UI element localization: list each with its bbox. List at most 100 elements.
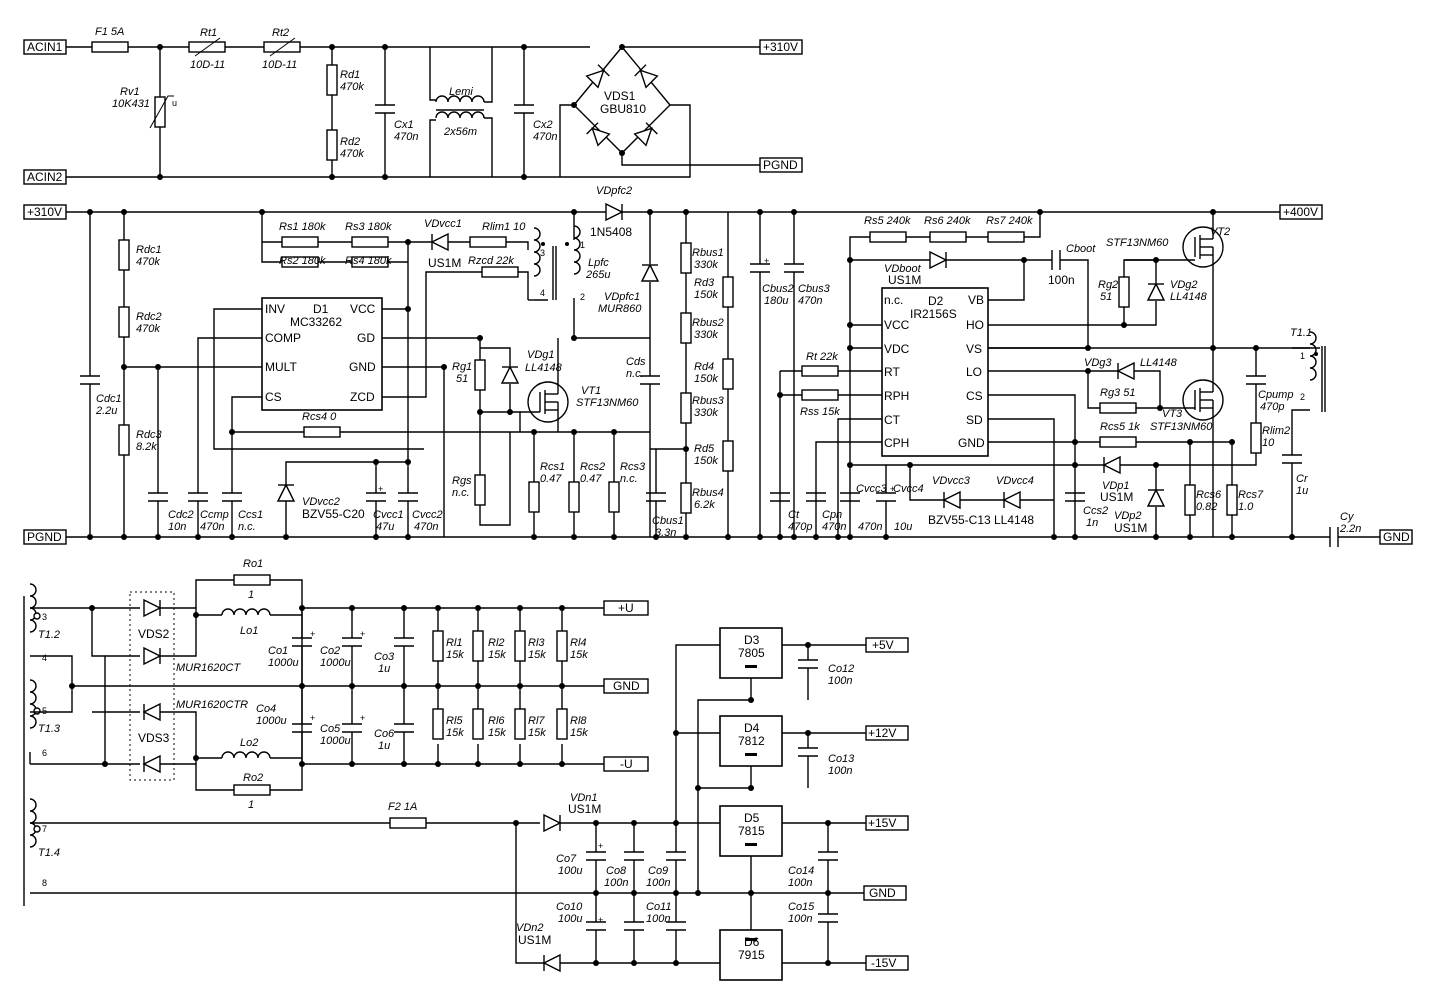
d2-value: IR2156S xyxy=(910,307,957,321)
t13-pin-5: 5 xyxy=(42,706,47,716)
vdpfc2-value: 1N5408 xyxy=(590,225,632,239)
vds1-label: VDS1 xyxy=(604,89,636,103)
cph-value: 470n xyxy=(822,521,846,533)
diode-vdn1 xyxy=(543,814,561,832)
vt1-value: STF13NM60 xyxy=(576,397,639,409)
net-15v-tag xyxy=(865,815,909,831)
ct-value: 470p xyxy=(788,521,812,533)
diode-vds3-a xyxy=(143,703,161,721)
bridge-diode-2 xyxy=(633,63,659,89)
co1-value: 1000u xyxy=(268,657,299,669)
vdg2-label: VDg2 xyxy=(1170,279,1198,291)
resistor-rcs3 xyxy=(608,481,620,513)
capacitor-ccmp xyxy=(187,492,209,502)
cbus1-value: 3.3n xyxy=(655,527,676,539)
vdvcc1-value: US1M xyxy=(428,256,461,270)
cvcc3-value: 470n xyxy=(858,521,882,533)
co15-label: Co15 xyxy=(788,901,815,913)
resistor-rs1 xyxy=(281,236,319,248)
cph-label: Cph xyxy=(822,509,842,521)
capacitor-cx1 xyxy=(374,104,396,114)
net-310v-in: +310V xyxy=(27,205,62,219)
ccmp-label: Ccmp xyxy=(200,509,229,521)
cvcc4-value: 10u xyxy=(894,521,912,533)
net-gnd-low-tag xyxy=(863,885,907,901)
vdn2-value: US1M xyxy=(518,933,551,947)
vds3-value: MUR1620CTR xyxy=(176,699,248,711)
rgs-label: Rgs xyxy=(452,475,472,487)
co10-label: Co10 xyxy=(556,901,583,913)
resistor-ro1 xyxy=(233,574,271,586)
rlim1-label: Rlim1 10 xyxy=(482,221,526,233)
mosfet-vt3 xyxy=(1182,379,1224,421)
co8-label: Co8 xyxy=(606,865,627,877)
rl1-value: 15k xyxy=(446,649,464,661)
svg-text:+: + xyxy=(598,841,603,851)
cbus3-value: 470n xyxy=(798,295,822,307)
cdc1-label: Cdc1 xyxy=(96,393,122,405)
diode-vdg1 xyxy=(501,366,519,384)
t11-pin-2: 2 xyxy=(1300,392,1305,402)
net-5v-tag xyxy=(865,637,909,653)
rcs5-label: Rcs5 1k xyxy=(1100,421,1140,433)
d2-pin-vdc: VDC xyxy=(884,342,910,356)
diode-vdvcc2 xyxy=(277,484,295,502)
cpump-label: Cpump xyxy=(1258,389,1293,401)
rl6-label: Rl6 xyxy=(488,715,505,727)
capacitor-cdc1 xyxy=(79,375,101,385)
capacitor-ccs1 xyxy=(221,492,243,502)
t11-label: T1.1 xyxy=(1290,327,1312,339)
rcs4-label: Rcs4 0 xyxy=(302,411,337,423)
vdn2-label: VDn2 xyxy=(516,922,544,934)
cy-value: 2.2n xyxy=(1339,523,1361,535)
input-junctions xyxy=(157,44,625,180)
resistor-ro2 xyxy=(233,784,271,796)
fuse-f2 xyxy=(389,817,427,829)
resistor-rd2 xyxy=(326,129,338,161)
inductor-lemi-b xyxy=(435,111,485,119)
diode-vdpfc2 xyxy=(605,203,623,221)
diode-vdg3 xyxy=(1117,362,1135,380)
resistor-rg1 xyxy=(474,359,486,391)
d3-label: D3 xyxy=(744,633,760,647)
ccmp-value: 470n xyxy=(200,521,224,533)
inductor-lpfc xyxy=(573,225,581,275)
mosfet-vt1 xyxy=(527,381,569,423)
bridge-diode-4 xyxy=(633,121,659,147)
rbus2-value: 330k xyxy=(694,329,718,341)
vdn1-value: US1M xyxy=(568,802,601,816)
capacitor-cvcc2 xyxy=(397,492,419,502)
ro2-label: Ro2 xyxy=(243,772,263,784)
cx1-label: Cx1 xyxy=(394,119,414,131)
svg-text:+: + xyxy=(360,713,365,723)
net-plus-u: +U xyxy=(618,601,634,615)
lpfc-pin-3: 3 xyxy=(540,248,545,258)
vdp1-value: US1M xyxy=(1100,490,1133,504)
rbus4-value: 6.2k xyxy=(694,499,715,511)
capacitor-cpump xyxy=(1245,375,1267,385)
resistor-rlim2 xyxy=(1250,422,1262,454)
co11-value: 100n xyxy=(646,913,670,925)
rd1-label: Rd1 xyxy=(340,69,360,81)
cx1-value: 470n xyxy=(394,131,418,143)
vt2-value: STF13NM60 xyxy=(1106,237,1169,249)
rg1-label: Rg1 xyxy=(452,361,472,373)
t12-pin-4: 4 xyxy=(42,653,47,663)
inductor-lo2 xyxy=(221,751,271,759)
co11-label: Co11 xyxy=(646,901,671,913)
vdboot-value: US1M xyxy=(888,273,921,287)
rgs-value: n.c. xyxy=(452,487,470,499)
rcs1-value: 0.47 xyxy=(540,473,562,485)
cvcc2-value: 470n xyxy=(414,521,438,533)
rd5-label: Rd5 xyxy=(694,443,715,455)
vdg1-value: LL4148 xyxy=(525,362,563,374)
rl8-label: Rl8 xyxy=(570,715,587,727)
rs6-label: Rs6 240k xyxy=(924,215,971,227)
net-pgnd-top-tag xyxy=(759,157,803,173)
rdc2-value: 470k xyxy=(136,323,160,335)
d1-pin-inv: INV xyxy=(265,302,285,316)
co9-label: Co9 xyxy=(648,865,668,877)
vt2-label: VT2 xyxy=(1210,226,1230,238)
resistor-rcs1 xyxy=(528,481,540,513)
rv1-u: u xyxy=(172,98,177,108)
